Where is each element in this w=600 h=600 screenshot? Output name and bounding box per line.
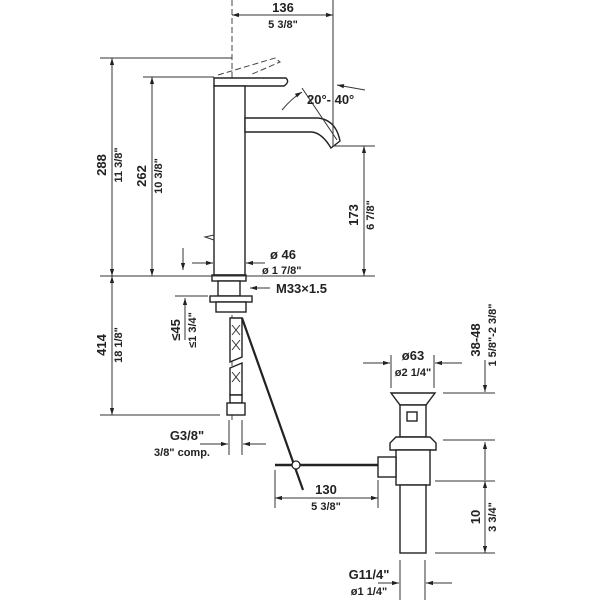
pop-up-knob — [203, 234, 215, 241]
total-height-mm: 288 — [94, 154, 109, 176]
spout-height-inch: 6 7/8" — [365, 200, 377, 230]
body-height-mm: 262 — [134, 165, 149, 187]
rod-connector — [377, 456, 397, 478]
spout-reach-mm: 136 — [272, 0, 294, 15]
lever-raised-outline — [217, 57, 281, 76]
pull-rod — [240, 317, 380, 491]
deck-thickness-mm: ≤45 — [168, 319, 183, 341]
tail-pipe — [399, 484, 427, 554]
body-height-inch: 10 3/8" — [153, 158, 165, 194]
tail-length-mm: 10 — [468, 510, 483, 524]
hose-thread: G3/8" — [170, 428, 204, 443]
hose-length-inch: 18 1/8" — [113, 327, 125, 363]
drain-diameter-mm: ø63 — [402, 348, 424, 363]
spout-reach-inch: 5 3/8" — [268, 19, 298, 31]
basin-thickness-inch: 1 5/8"-2 3/8" — [487, 303, 499, 366]
rod-length-mm: 130 — [315, 482, 337, 497]
mounting-flange — [209, 295, 253, 303]
tail-length-inch: 3 3/4" — [487, 502, 499, 532]
rod-length-inch: 5 3/8" — [311, 501, 341, 513]
hose-length-mm: 414 — [94, 333, 109, 355]
spout-height-mm: 173 — [346, 204, 361, 226]
basin-thickness-mm: 38-48 — [468, 323, 483, 356]
thread-label: M33×1.5 — [276, 281, 327, 296]
total-height-inch: 11 3/8" — [113, 147, 125, 182]
faucet-body — [203, 57, 341, 313]
drain-outlet-inch: ø1 1/4" — [351, 586, 387, 598]
dimension-lines — [100, 0, 495, 600]
drain-outlet-thread: G11/4" — [349, 567, 390, 582]
body-diameter-inch: ø 1 7/8" — [262, 265, 301, 277]
lever-handle — [213, 77, 289, 87]
pop-up-drain — [377, 392, 437, 554]
drain-diameter-inch: ø2 1/4" — [395, 367, 431, 379]
spout — [244, 117, 341, 150]
deck-thickness-inch: ≤1 3/4" — [187, 312, 199, 348]
spout-angle: 20°- 40° — [307, 92, 354, 107]
body-diameter-mm: ø 46 — [270, 247, 296, 262]
supply-hose — [226, 317, 246, 416]
hose-compression: 3/8" comp. — [154, 447, 210, 459]
thread-shank — [217, 280, 241, 297]
